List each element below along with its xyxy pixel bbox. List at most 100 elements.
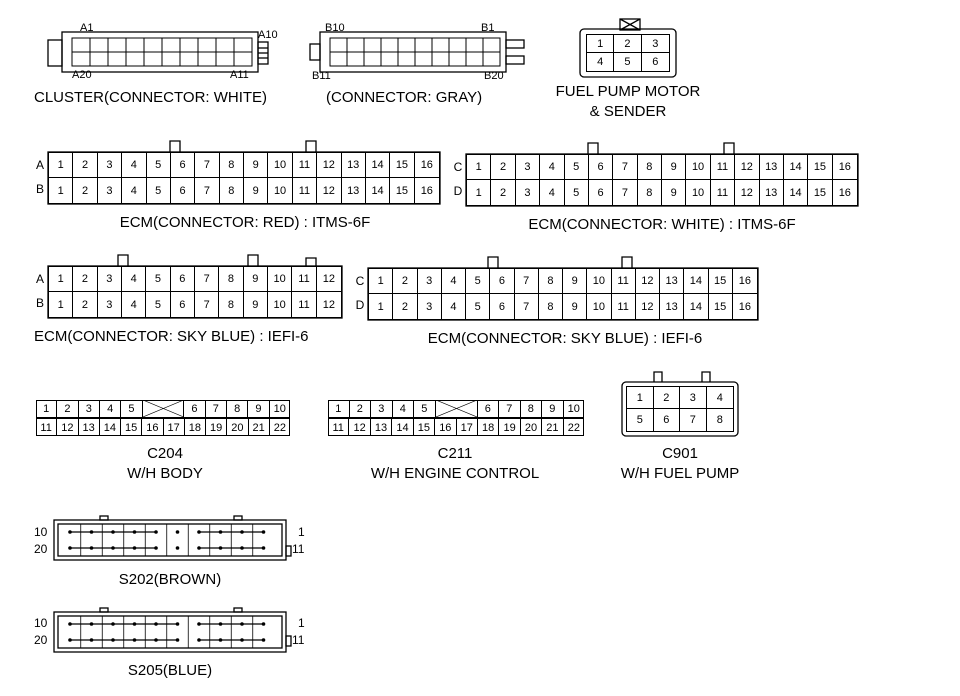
pin-cell: 14: [783, 155, 809, 180]
pin-cell: 10: [268, 267, 293, 292]
pin-cell: 5: [147, 178, 171, 203]
splice-pin-dot: [175, 530, 180, 534]
pin-cell: 5: [146, 292, 171, 317]
pin-cell: 4: [441, 269, 466, 294]
end-label-11: 11: [292, 633, 305, 647]
pin-cell: 5: [565, 180, 589, 205]
pin-cell: 5: [564, 155, 589, 180]
pin-cell: 6: [588, 155, 614, 180]
pin-cell: 9: [542, 400, 564, 418]
splice-pin-dot: [89, 530, 94, 534]
pin-cell: 2: [57, 400, 79, 418]
pin-cell: 14: [784, 180, 809, 205]
pin-cell: 16: [435, 418, 457, 436]
pin-cell: 16: [414, 153, 439, 178]
pin-cell: 4: [122, 292, 147, 317]
pin-cell: 11: [292, 267, 317, 292]
splice-pin-dot: [240, 622, 244, 626]
pin-cell: 7: [195, 292, 220, 317]
pin-cell: 4: [122, 267, 147, 292]
pin-cell: 2: [614, 35, 642, 53]
pin-cell: 14: [684, 294, 709, 319]
pin-cell: 14: [684, 269, 709, 294]
pin-cell: 10: [686, 180, 711, 205]
splice-pin-dot: [218, 622, 223, 626]
splice-pin-dot: [240, 546, 244, 550]
pin-cell: 9: [662, 155, 687, 180]
pin-cell: 14: [392, 418, 414, 436]
pin-label-b1: B1: [481, 22, 495, 34]
pin-cell: 14: [365, 153, 391, 178]
pin-cell: 5: [414, 400, 436, 418]
pin-cell: 1: [587, 35, 615, 53]
c204-caption-line1: C204: [147, 445, 183, 462]
pin-cell: 19: [206, 418, 228, 436]
pin-cell: 3: [371, 400, 393, 418]
c901-caption-line1: C901: [662, 445, 698, 462]
pin-cell: 6: [170, 153, 196, 178]
pin-cell: 4: [706, 387, 733, 409]
splice-pin-dot: [261, 530, 266, 534]
pin-cell: 1: [49, 267, 74, 292]
pin-cell: 6: [184, 400, 206, 418]
pin-cell: 13: [759, 155, 784, 180]
pin-cell: 17: [163, 418, 185, 436]
pin-cell: 1: [49, 292, 74, 317]
splice-pin-dot: [197, 530, 201, 534]
cluster-caption: CLUSTER(CONNECTOR: WHITE): [34, 89, 268, 106]
pin-cell: 11: [328, 418, 350, 436]
pin-cell: 10: [563, 400, 584, 418]
end-label-10: 10: [34, 616, 48, 630]
pin-cell: 4: [99, 400, 122, 418]
pin-cell: 15: [390, 153, 415, 178]
pin-cell: 9: [563, 269, 588, 294]
key-cross-mark: [436, 400, 477, 417]
pin-cell: 4: [122, 153, 147, 178]
pin-cell: 8: [226, 400, 249, 418]
pin-label-a20: A20: [72, 69, 92, 81]
end-label-20: 20: [34, 633, 48, 647]
pin-cell: 18: [184, 418, 206, 436]
key-cell-x: [435, 400, 478, 418]
pin-cell: 1: [369, 269, 394, 294]
key-cell-x: [142, 400, 185, 418]
pin-cavity: [233, 51, 253, 67]
ecm-sky-blue-12-caption: ECM(CONNECTOR: SKY BLUE) : IEFI-6: [34, 328, 309, 345]
pin-cell: 8: [219, 267, 244, 292]
key-cross-mark: [143, 400, 184, 417]
splice-pin-dot: [132, 546, 137, 550]
pin-cell: 3: [417, 269, 442, 294]
pin-cell: 7: [613, 180, 638, 205]
row-label-a: A: [35, 272, 44, 286]
pin-cell: 12: [735, 155, 760, 180]
pin-cell: 15: [708, 269, 733, 294]
pin-cell: 15: [413, 418, 436, 436]
pin-cell: 15: [121, 418, 143, 436]
ecm-red-caption: ECM(CONNECTOR: RED) : ITMS-6F: [119, 214, 371, 231]
pin-cell: 20: [227, 418, 249, 436]
pin-cell: 9: [248, 400, 270, 418]
pin-cell: 3: [515, 155, 541, 180]
end-label-10: 10: [34, 525, 48, 539]
pin-cell: 15: [808, 155, 833, 180]
splice-pin-dot: [154, 546, 158, 550]
pin-label-a1: A1: [80, 22, 94, 34]
pin-cell: 3: [516, 180, 541, 205]
pin-cell: 8: [220, 178, 244, 203]
pin-cell: 1: [467, 155, 492, 180]
row-label-a: A: [35, 158, 44, 172]
splice-pin-dot: [240, 530, 244, 534]
pin-cell: 11: [293, 178, 318, 203]
pin-cell: 10: [686, 155, 711, 180]
s205-caption: S205(BLUE): [127, 662, 213, 679]
pin-cell: 12: [735, 180, 760, 205]
pin-cell: 16: [738, 300, 751, 313]
pin-cell: 3: [97, 153, 123, 178]
pin-cell: 3: [97, 267, 122, 292]
splice-pin-dot: [175, 638, 180, 642]
pin-cell: 15: [808, 180, 833, 205]
